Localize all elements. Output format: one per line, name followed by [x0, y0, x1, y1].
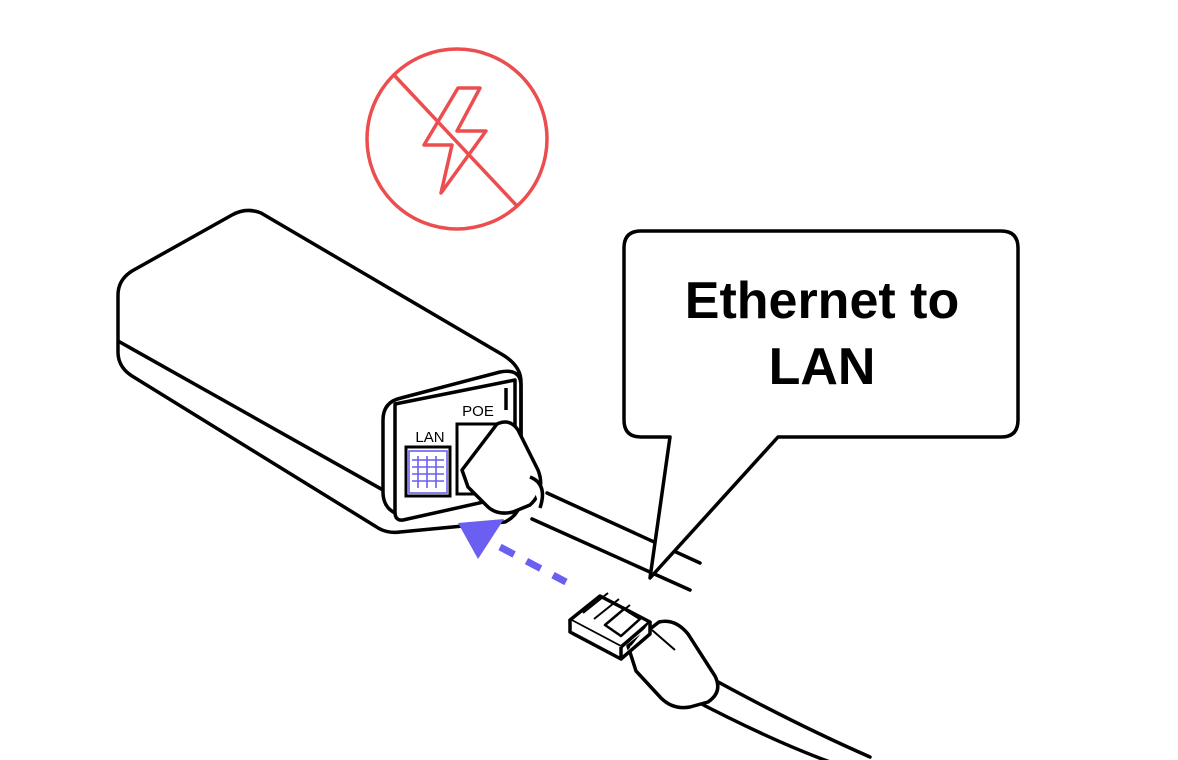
- plugged-connector: [460, 420, 545, 515]
- rj45-plug: [568, 592, 720, 710]
- callout-text: Ethernet to LAN: [684, 272, 960, 396]
- lan-port[interactable]: [404, 445, 452, 498]
- no-power-icon: [365, 47, 549, 231]
- insert-arrow-icon: [458, 519, 568, 586]
- lan-port-label: LAN: [415, 429, 444, 446]
- poe-port-label: POE: [462, 403, 494, 420]
- ethernet-cable: [688, 670, 872, 760]
- callout-bubble: [622, 229, 1020, 580]
